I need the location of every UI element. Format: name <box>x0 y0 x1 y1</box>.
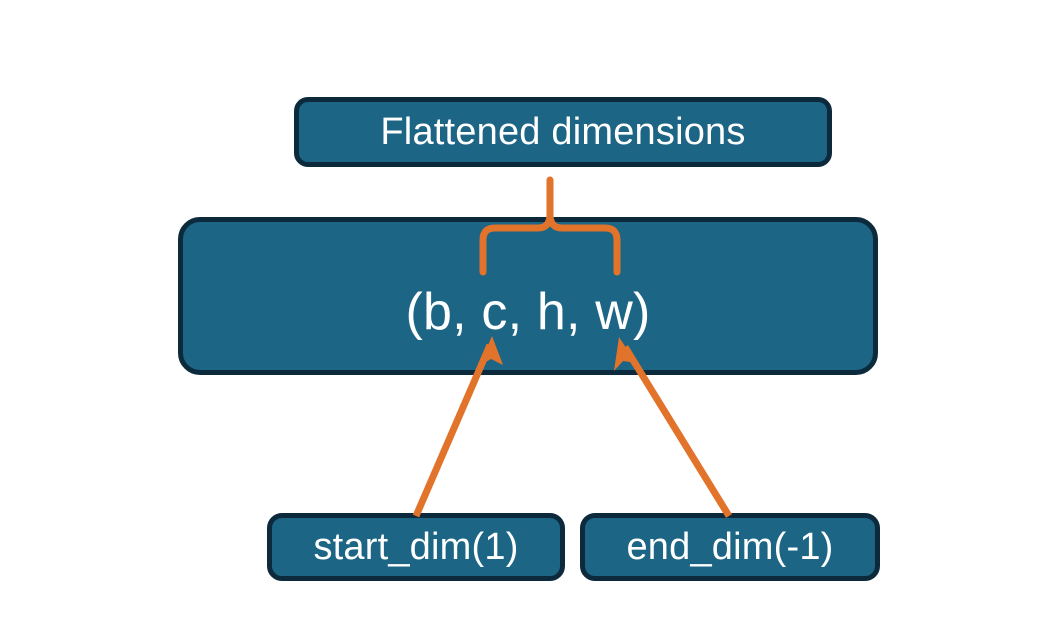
end-dim-arrow-icon <box>614 337 732 518</box>
node-flattened-dimensions-label: Flattened dimensions <box>380 110 746 153</box>
node-tensor-shape[interactable]: (b, c, h, w) <box>178 217 878 375</box>
node-tensor-shape-label: (b, c, h, w) <box>405 283 651 341</box>
curly-brace-icon <box>479 176 621 276</box>
node-flattened-dimensions[interactable]: Flattened dimensions <box>294 97 832 167</box>
node-start-dim[interactable]: start_dim(1) <box>267 513 565 581</box>
node-end-dim[interactable]: end_dim(-1) <box>580 513 880 581</box>
node-start-dim-label: start_dim(1) <box>313 525 519 568</box>
start-dim-arrow-icon <box>412 336 503 518</box>
node-end-dim-label: end_dim(-1) <box>626 525 834 568</box>
